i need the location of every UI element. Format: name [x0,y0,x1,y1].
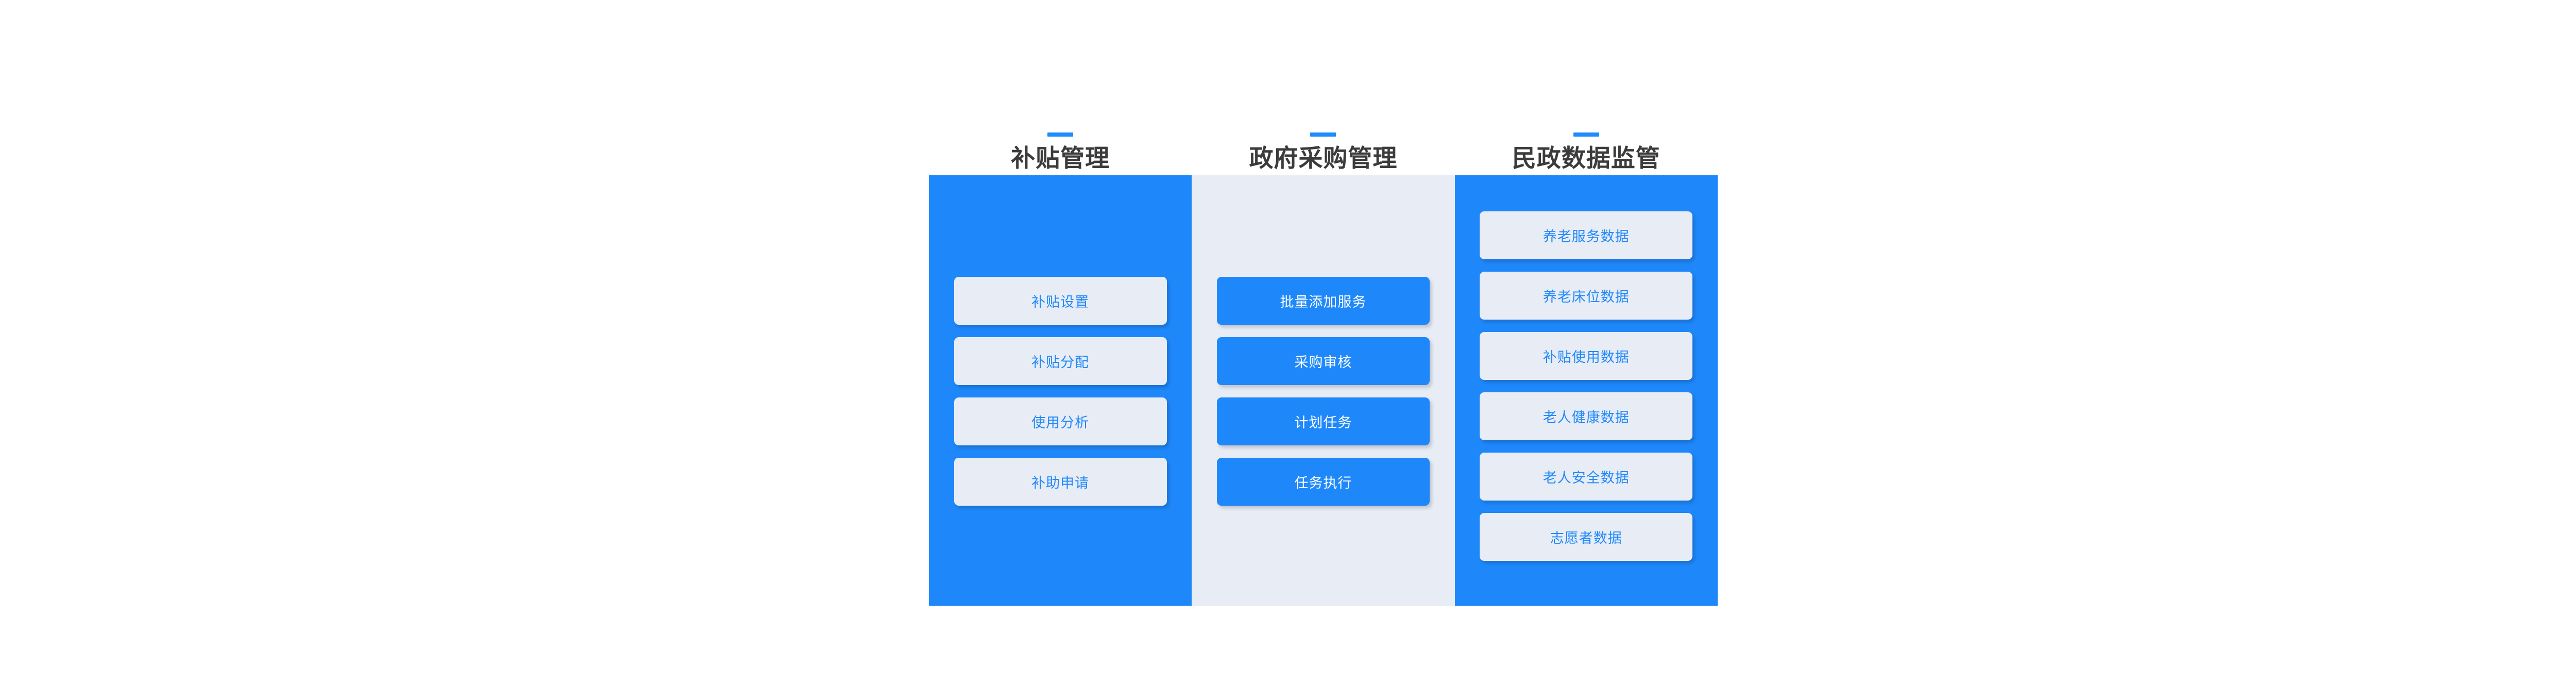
button-stack-civil-affairs-data-supervision: 养老服务数据 养老床位数据 补贴使用数据 老人健康数据 老人安全数据 志愿者数据 [1480,211,1693,561]
button-stack-subsidy-management: 补贴设置 补贴分配 使用分析 补助申请 [954,277,1167,506]
button-subsidy-settings[interactable]: 补贴设置 [954,277,1167,325]
button-subsidy-application[interactable]: 补助申请 [954,458,1167,506]
panel-civil-affairs-data-supervision: 养老服务数据 养老床位数据 补贴使用数据 老人健康数据 老人安全数据 志愿者数据 [1454,175,1718,606]
button-elderly-bed-data[interactable]: 养老床位数据 [1480,272,1693,320]
heading-with-reflection: 民政数据监管 民政数据监管 [1512,141,1660,205]
button-elderly-safety-data[interactable]: 老人安全数据 [1480,453,1693,501]
button-scheduled-task[interactable]: 计划任务 [1216,397,1430,445]
column-heading-civil-affairs-data-supervision: 民政数据监管 民政数据监管 [1455,77,1718,205]
button-elderly-service-data[interactable]: 养老服务数据 [1480,211,1693,259]
accent-dash-icon [1310,132,1336,137]
column-panels-row: 补贴设置 补贴分配 使用分析 补助申请 批量添加服务 采购审核 计划任务 任务执… [929,175,1718,606]
heading-with-reflection: 政府采购管理 政府采购管理 [1249,141,1398,205]
button-usage-analysis[interactable]: 使用分析 [954,397,1167,445]
column-heading-subsidy-management: 补贴管理 补贴管理 [929,77,1192,205]
panel-government-procurement-management: 批量添加服务 采购审核 计划任务 任务执行 [1192,175,1455,606]
button-task-execution[interactable]: 任务执行 [1216,458,1430,506]
button-volunteer-data[interactable]: 志愿者数据 [1480,513,1693,561]
heading-with-reflection: 补贴管理 补贴管理 [1011,141,1110,205]
button-subsidy-allocation[interactable]: 补贴分配 [954,337,1167,385]
column-title: 民政数据监管 [1512,144,1660,172]
button-stack-government-procurement-management: 批量添加服务 采购审核 计划任务 任务执行 [1216,277,1430,506]
accent-dash-icon [1047,132,1074,137]
accent-dash-icon [1573,132,1599,137]
column-headings-row: 补贴管理 补贴管理 政府采购管理 政府采购管理 民政数据监管 民政数据监管 [929,77,1718,205]
column-heading-government-procurement-management: 政府采购管理 政府采购管理 [1192,77,1454,205]
button-elderly-health-data[interactable]: 老人健康数据 [1480,392,1693,440]
module-columns-cluster: 补贴管理 补贴管理 政府采购管理 政府采购管理 民政数据监管 民政数据监管 [929,77,1718,606]
column-title: 政府采购管理 [1249,144,1398,172]
panel-subsidy-management: 补贴设置 补贴分配 使用分析 补助申请 [929,175,1192,606]
column-title: 补贴管理 [1011,144,1110,172]
button-batch-add-service[interactable]: 批量添加服务 [1216,277,1430,325]
button-subsidy-usage-data[interactable]: 补贴使用数据 [1480,332,1693,380]
button-procurement-review[interactable]: 采购审核 [1216,337,1430,385]
